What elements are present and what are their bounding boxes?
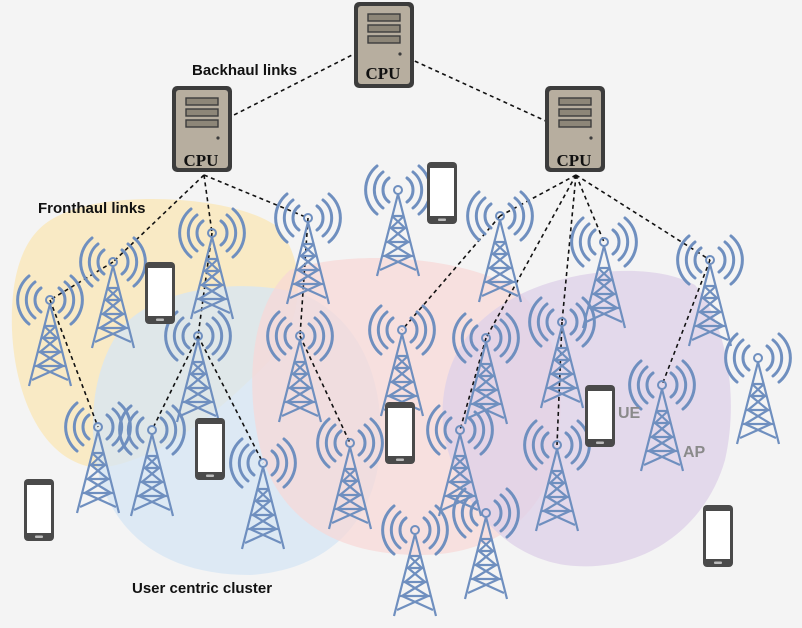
cpu-label: CPU [366, 64, 401, 83]
phone-icon [195, 418, 225, 480]
cpu-top: CPU [353, 1, 415, 89]
fronthaul-link [575, 174, 605, 243]
fronthaul-link [112, 174, 205, 263]
cpu-label: CPU [557, 151, 592, 170]
phone-icon [385, 402, 415, 464]
backhaul-link [231, 51, 359, 117]
fronthaul-link [556, 321, 563, 446]
fronthaul-link [203, 174, 213, 234]
ap-tower [724, 332, 792, 446]
fronthaul-link [561, 174, 577, 323]
phone-icon [24, 479, 54, 541]
ap-label: AP [683, 444, 706, 461]
backhaul-label: Backhaul links [192, 62, 297, 79]
cluster-label: User centric cluster [132, 580, 272, 597]
ue-label: UE [618, 405, 641, 422]
fronthaul-link [49, 261, 114, 301]
cpu-label: CPU [184, 151, 219, 170]
backhaul-link [407, 57, 549, 123]
fronthaul-link [299, 335, 351, 444]
phone-icon [703, 505, 733, 567]
fronthaul-link [485, 174, 577, 339]
fronthaul-link [575, 174, 711, 261]
phone-icon [427, 162, 457, 224]
fronthaul-link [401, 215, 501, 331]
fronthaul-label: Fronthaul links [38, 200, 146, 217]
fronthaul-link [459, 337, 487, 431]
fronthaul-link [197, 335, 264, 464]
fronthaul-link [299, 217, 309, 337]
cpu-left: CPU [171, 85, 233, 173]
phone-icon [585, 385, 615, 447]
cpu-right: CPU [544, 85, 606, 173]
fronthaul-link [49, 299, 99, 428]
fronthaul-link [203, 174, 309, 219]
fronthaul-links [49, 174, 711, 464]
phone-icon [145, 262, 175, 324]
backhaul-links [231, 51, 549, 123]
fronthaul-link [151, 335, 199, 431]
